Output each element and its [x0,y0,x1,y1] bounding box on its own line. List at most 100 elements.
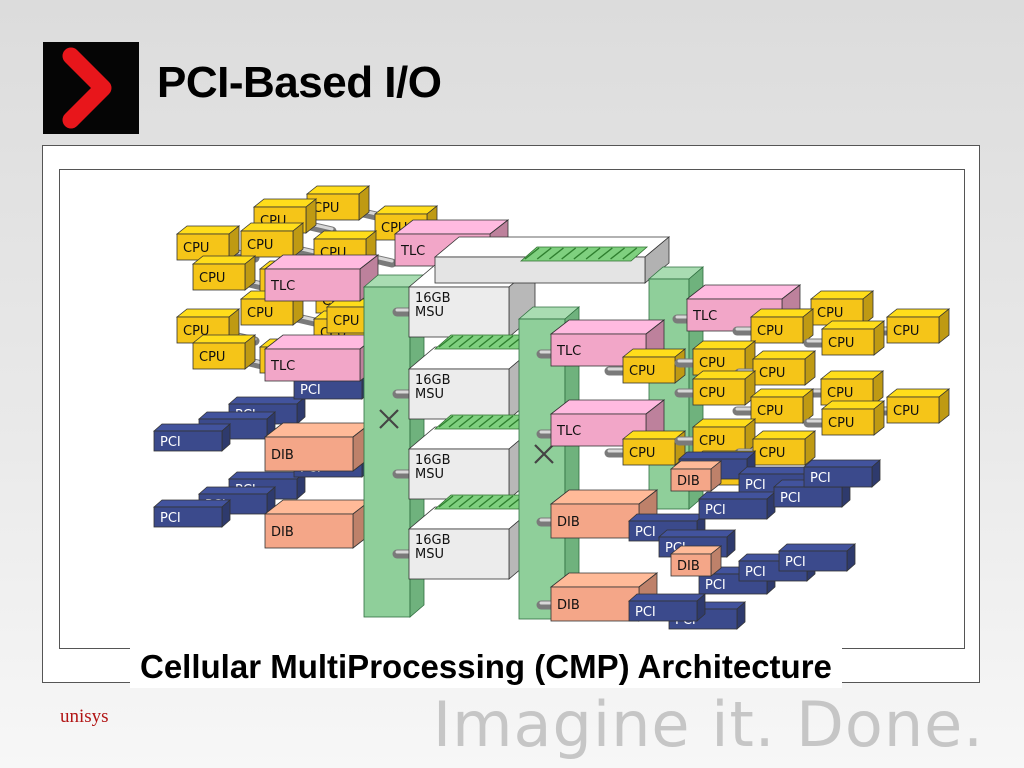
tlc-module-label: TLC [692,309,717,324]
pci-card-label: PCI [745,478,766,493]
cpu-module-label: CPU [893,324,919,339]
cpu-module: CPU [621,430,687,466]
pci-card-label: PCI [810,471,831,486]
dib-module-label: DIB [677,474,700,489]
cpu-module: CPU [749,388,815,424]
dib-module-label: DIB [557,598,580,613]
pci-card: PCI [802,459,882,488]
cpu-module-label: CPU [757,324,783,339]
cpu-module: CPU [820,320,886,356]
footer-tagline: Imagine it. Done. [432,688,984,761]
tlc-module: TLC [263,254,380,302]
cpu-module-label: CPU [827,386,853,401]
pci-card-label: PCI [745,565,766,580]
cpu-module: CPU [749,308,815,344]
pci-card: PCI [152,423,232,452]
pci-card-label: PCI [300,383,321,398]
crossbar-heatsink-top [519,246,649,262]
cpu-module-label: CPU [699,386,725,401]
figure-caption: Cellular MultiProcessing (CMP) Architect… [130,646,842,688]
pci-card: PCI [627,593,707,622]
cpu-module: CPU [691,418,757,454]
cpu-module-label: CPU [247,238,273,253]
msu-module-label: MSU [415,305,444,320]
msu-module-label: MSU [415,387,444,402]
msu-module-label: 16GB [415,533,451,548]
cpu-module-label: CPU [817,306,843,321]
pci-card: PCI [697,491,777,520]
cpu-module: CPU [751,350,817,386]
cpu-module: CPU [751,430,817,466]
tlc-module-label: TLC [270,279,295,294]
pci-card-label: PCI [635,605,656,620]
pci-card-label: PCI [635,525,656,540]
cpu-module: CPU [809,290,875,326]
cmp-architecture-diagram: CPU CPU CPU CPU CPU CPU CPU CPU CPU CPU CPU CPU CPU C… [152,185,951,630]
cpu-module-label: CPU [183,241,209,256]
cpu-module-label: CPU [199,271,225,286]
msu-module-label: MSU [415,467,444,482]
dib-module: DIB [263,499,373,549]
dib-module-label: DIB [557,515,580,530]
pci-card-label: PCI [160,435,181,450]
msu-module-label: MSU [415,547,444,562]
pci-card-label: PCI [705,578,726,593]
dib-module: DIB [263,422,373,472]
cpu-module-label: CPU [247,306,273,321]
slide-title: PCI-Based I/O [157,58,442,107]
msu-heatsink [433,334,543,350]
dib-module: DIB [669,545,723,577]
cpu-module-label: CPU [333,314,359,329]
brand-logo [43,42,139,134]
cpu-module-label: CPU [699,434,725,449]
dib-module-label: DIB [677,559,700,574]
pci-card: PCI [152,499,232,528]
pci-card-label: PCI [785,555,806,570]
msu-module-label: 16GB [415,291,451,306]
dib-module: DIB [669,460,723,492]
msu-module-label: 16GB [415,373,451,388]
cpu-module: CPU [239,222,305,258]
cpu-module-label: CPU [629,446,655,461]
tlc-module-label: TLC [556,344,581,359]
cpu-module-label: CPU [759,366,785,381]
msu-module-label: 16GB [415,453,451,468]
cpu-module-label: CPU [893,404,919,419]
cpu-module: CPU [819,370,885,406]
cpu-module-label: CPU [828,416,854,431]
tlc-module-label: TLC [270,359,295,374]
pci-card-label: PCI [705,503,726,518]
cpu-module: CPU [175,225,241,261]
crossbar-connector-icon [534,444,554,464]
cpu-module-label: CPU [828,336,854,351]
cpu-module-label: CPU [757,404,783,419]
cpu-module: CPU [885,308,951,344]
cpu-module: CPU [191,334,257,370]
cpu-module: CPU [191,255,257,291]
dib-module-label: DIB [271,525,294,540]
cpu-module-label: CPU [759,446,785,461]
pci-card: PCI [772,479,852,508]
footer-brand: unisys [60,706,109,727]
cpu-module-label: CPU [699,356,725,371]
pci-card-label: PCI [780,491,801,506]
dib-module-label: DIB [271,448,294,463]
crossbar-backplane-mid [517,306,581,620]
cpu-module: CPU [691,340,757,376]
chevron-right-icon [62,47,112,129]
cpu-module-label: CPU [199,350,225,365]
pci-card: PCI [777,543,857,572]
cpu-module: CPU [885,388,951,424]
cpu-module-label: CPU [313,201,339,216]
tlc-module-label: TLC [556,424,581,439]
cpu-module-label: CPU [629,364,655,379]
cpu-module: CPU [691,370,757,406]
cpu-module: CPU [820,400,886,436]
tlc-module-label: TLC [400,244,425,259]
tlc-module: TLC [263,334,380,382]
crossbar-connector-icon [379,409,399,429]
pci-card-label: PCI [160,511,181,526]
